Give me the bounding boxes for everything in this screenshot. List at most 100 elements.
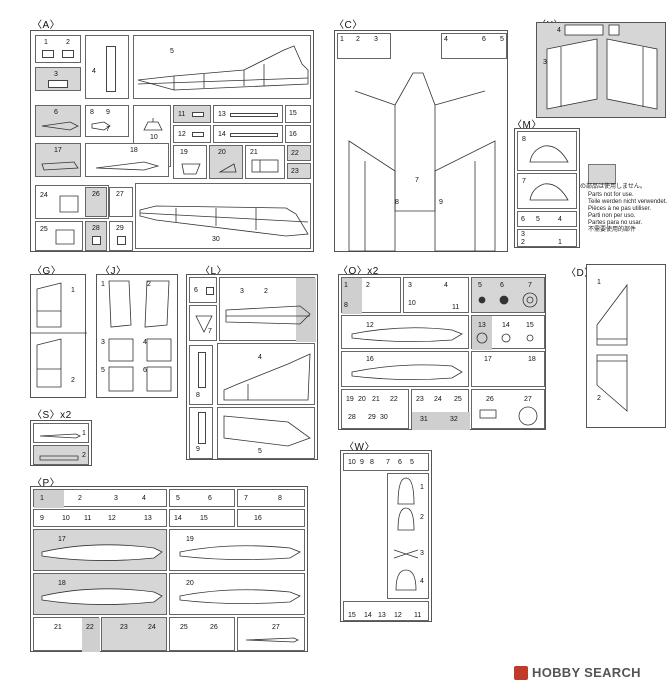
- parts-frame-x: 4 5 3 1 2: [536, 22, 666, 118]
- part-cell-p-23-24: 23 24: [101, 617, 167, 651]
- part-shape: [117, 236, 126, 245]
- frame-label-p: 〈P〉: [32, 478, 61, 489]
- part-cell-p-16: 16: [237, 509, 305, 527]
- part-number: 9: [360, 459, 364, 466]
- parts-frame-g: 1 2: [30, 274, 87, 398]
- part-number: 11: [414, 612, 422, 619]
- parts-frame-p: 1 2 3 4 5 6 7 8 9 10 11 12 13 14 15 16 1…: [30, 486, 308, 652]
- frame-label-g: 〈G〉: [32, 266, 62, 277]
- part-cell-s-2: 2: [33, 445, 89, 465]
- part-shape: [92, 236, 101, 245]
- part-number: 22: [390, 396, 398, 403]
- frame-label-a: 〈A〉: [32, 20, 61, 31]
- part-cell-c-1-3: 1 2 3: [337, 33, 391, 59]
- part-cell-l-8: 8: [189, 345, 213, 405]
- part-cell-q-19-22: 19 20 21 22 28 29 30: [341, 389, 409, 429]
- part-number: 6: [521, 216, 525, 223]
- part-number: 9: [439, 199, 443, 206]
- part-shape: [230, 113, 278, 117]
- part-cell-a-25: 25: [35, 221, 83, 251]
- panel-drawing: [108, 280, 172, 392]
- part-cell-a-3: 3: [35, 67, 81, 91]
- part-cell-a-5: 5: [133, 35, 311, 99]
- part-cell-a-22: 22: [287, 145, 311, 161]
- part-shape: [42, 50, 54, 58]
- part-number: 14: [364, 612, 372, 619]
- part-number: 27: [116, 191, 124, 198]
- canopy-drawing: [393, 477, 419, 591]
- legend-de: Teile werden nicht verwendet.: [588, 199, 668, 205]
- watermark-text: HOBBY SEARCH: [532, 665, 641, 680]
- legend-it: Partes para no usar.: [588, 220, 643, 226]
- part-number: 2: [71, 377, 75, 384]
- part-number: 2: [597, 395, 601, 402]
- part-number: 20: [358, 396, 366, 403]
- part-cell-a-12: 12: [173, 125, 211, 143]
- part-number: 31: [420, 416, 428, 423]
- part-cell-a-1-2: 1 2: [35, 35, 81, 63]
- part-number: 26: [92, 191, 100, 198]
- part-cell-w-1-4: 1 2 3 4: [387, 473, 429, 599]
- part-number: 4: [258, 354, 262, 361]
- part-number: 11: [84, 515, 92, 522]
- part-number: 30: [212, 236, 220, 243]
- part-number: 1: [40, 495, 44, 502]
- part-number: 5: [500, 36, 504, 43]
- part-number: 5: [258, 448, 262, 455]
- part-number: 17: [54, 147, 62, 154]
- parts-frame-q: 1 2 8 3 4 10 11 5 6 7 12 13 14 15 16 17 …: [338, 274, 546, 430]
- part-cell-l-6: 6: [189, 277, 217, 303]
- part-cell-a-7-9: 8 9 7: [85, 105, 129, 137]
- part-cell-a-28: 28: [85, 221, 107, 251]
- part-number: 5: [478, 282, 482, 289]
- part-cell-c-4-6: 4 6 5: [441, 33, 507, 59]
- part-cell-w-11-15: 15 14 13 12 11: [343, 601, 429, 621]
- part-cell-a-4: 4: [85, 35, 129, 99]
- part-cell-a-27: 27: [109, 187, 133, 217]
- part-shape: [198, 412, 206, 444]
- part-number: 2: [66, 39, 70, 46]
- part-number: 26: [486, 396, 494, 403]
- part-number: 16: [254, 515, 262, 522]
- part-number: 13: [144, 515, 152, 522]
- part-number: 7: [528, 282, 532, 289]
- part-number: 6: [500, 282, 504, 289]
- part-number: 18: [528, 356, 536, 363]
- part-cell-l-5: 5: [217, 407, 315, 459]
- stabilizer-drawing: [31, 282, 87, 388]
- part-number: 25: [40, 226, 48, 233]
- part-number: 30: [380, 414, 388, 421]
- part-number: 1: [340, 36, 344, 43]
- part-number: 6: [398, 459, 402, 466]
- part-number: 13: [218, 111, 226, 118]
- part-number: 15: [200, 515, 208, 522]
- part-number: 3: [521, 231, 525, 238]
- part-number: 2: [147, 281, 151, 288]
- part-number: 16: [366, 356, 374, 363]
- part-number: 1: [82, 430, 86, 437]
- parts-frame-w: 10 9 8 7 6 5 1 2 3 4 15 14 13 12 11: [340, 450, 432, 622]
- part-cell-q-12: 12: [341, 315, 469, 349]
- part-number: 8: [522, 136, 526, 143]
- part-number: 22: [291, 150, 299, 157]
- part-cell-l-9: 9: [189, 407, 213, 459]
- part-cell-l-1-3: 3 2 1: [219, 277, 316, 342]
- part-number: 19: [186, 536, 194, 543]
- part-cell-a-15: 15: [285, 105, 311, 123]
- frame-label-q: 〈Q〉x2: [338, 266, 379, 277]
- part-cell-a-16: 16: [285, 125, 311, 143]
- part-number: 29: [116, 225, 124, 232]
- part-number: 18: [130, 147, 138, 154]
- part-cell-p-27: 27: [237, 617, 305, 651]
- part-number: 8: [344, 302, 348, 309]
- part-number: 25: [180, 624, 188, 631]
- part-cell-p-20: 20: [169, 573, 305, 615]
- part-number: 7: [208, 328, 212, 335]
- unused-shade: [296, 278, 316, 342]
- part-number: 16: [289, 131, 297, 138]
- part-number: 15: [526, 322, 534, 329]
- part-number: 3: [374, 36, 378, 43]
- part-cell-p-14-15: 14 15: [169, 509, 235, 527]
- wing-sprue-drawing: [348, 72, 496, 252]
- part-number: 5: [170, 48, 174, 55]
